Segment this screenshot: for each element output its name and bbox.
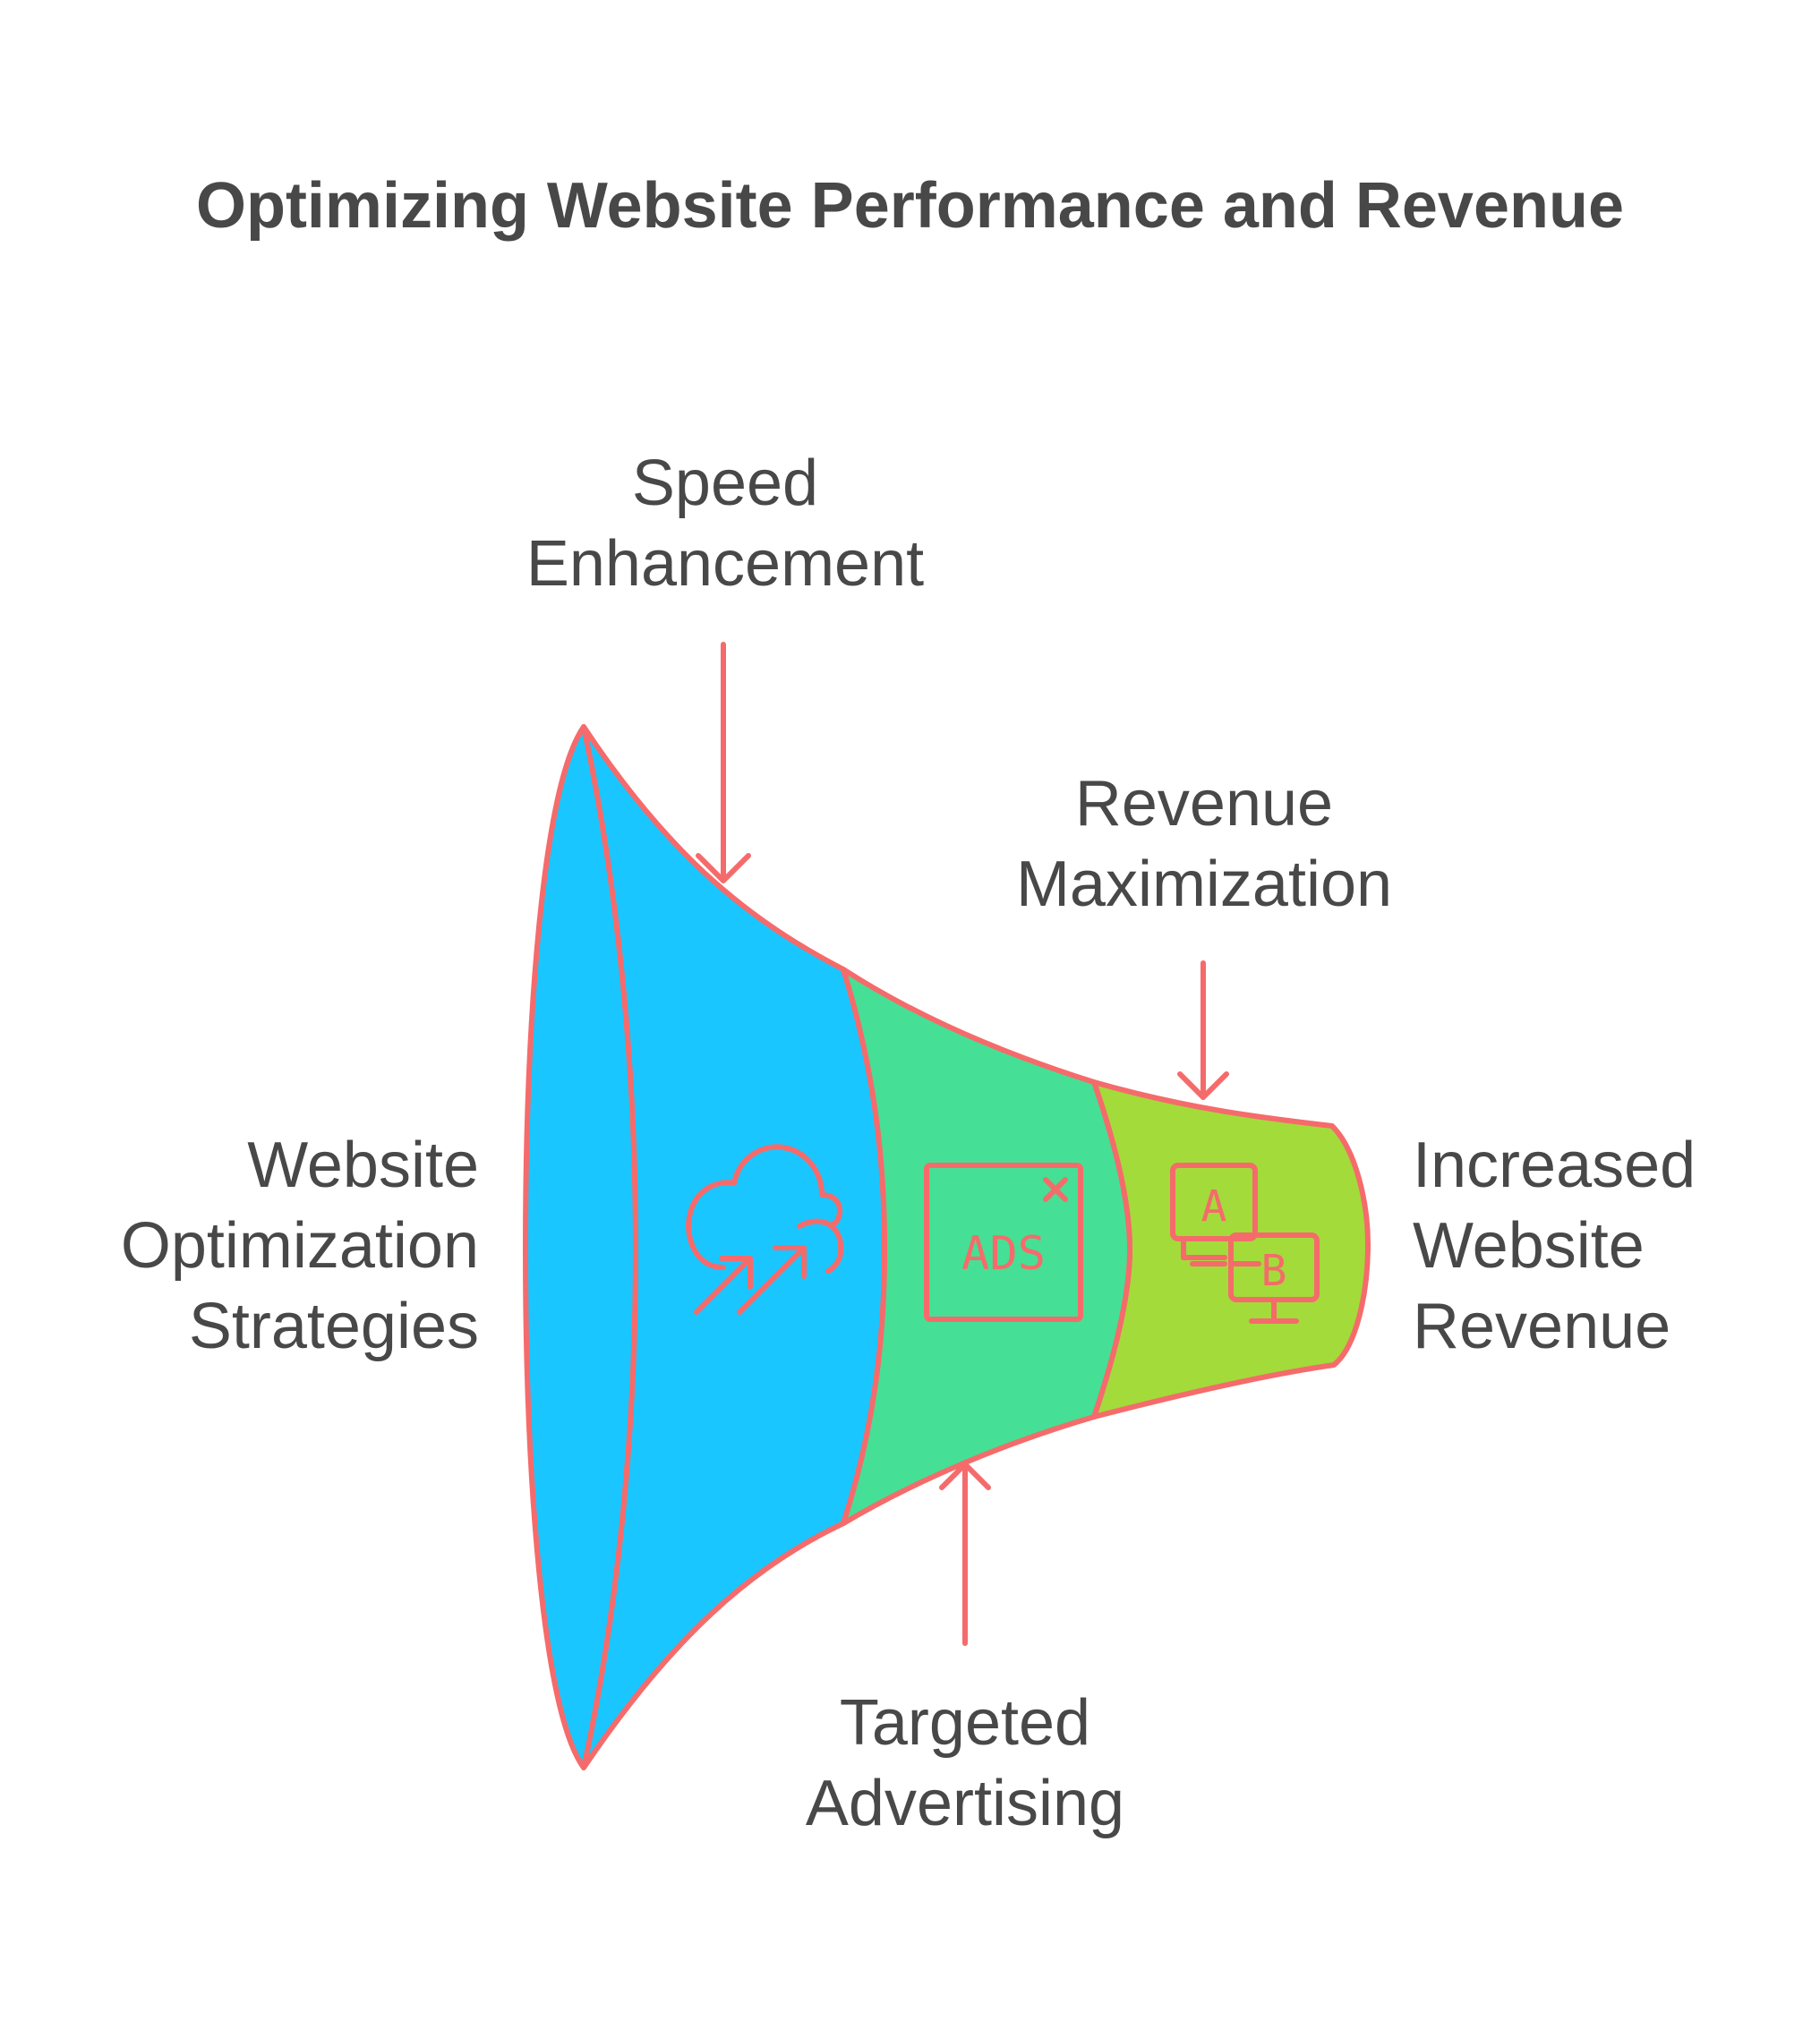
label-targeted-advertising: Targeted Advertising (741, 1683, 1189, 1844)
ads-window-icon: ADS (924, 1163, 1083, 1322)
label-website-optimization-strategies: Website Optimization Strategies (36, 1125, 479, 1367)
label-speed-line-1: Speed (631, 448, 819, 519)
label-revenue-line-2: Maximization (1015, 848, 1393, 920)
label-input-line-3: Strategies (188, 1291, 479, 1362)
label-output-line-2: Website (1413, 1210, 1645, 1282)
funnel-mouth (523, 724, 638, 1770)
label-speed-enhancement: Speed Enhancement (501, 443, 949, 604)
speed-arrow (696, 642, 751, 883)
label-revenue-line-1: Revenue (1074, 768, 1334, 840)
label-revenue-maximization: Revenue Maximization (971, 763, 1437, 925)
label-output-line-3: Revenue (1413, 1291, 1671, 1362)
ads-icon-text: ADS (961, 1227, 1046, 1281)
diagram-title: Optimizing Website Performance and Reven… (195, 170, 1625, 242)
ab-test-icon: A B (1170, 1163, 1320, 1324)
label-speed-line-2: Enhancement (525, 528, 925, 600)
label-ads-line-2: Advertising (805, 1768, 1125, 1839)
label-input-line-2: Optimization (120, 1210, 479, 1282)
label-ads-line-1: Targeted (839, 1687, 1091, 1759)
ads-arrow (939, 1462, 991, 1646)
ab-icon-letter-a: A (1201, 1181, 1227, 1232)
label-output-line-1: Increased (1413, 1130, 1696, 1201)
label-input-line-1: Website (247, 1130, 479, 1201)
label-increased-website-revenue: Increased Website Revenue (1413, 1125, 1789, 1367)
revenue-arrow (1177, 960, 1229, 1100)
cloud-upload-arrows-icon (686, 1144, 844, 1315)
ab-icon-letter-b: B (1261, 1246, 1287, 1296)
